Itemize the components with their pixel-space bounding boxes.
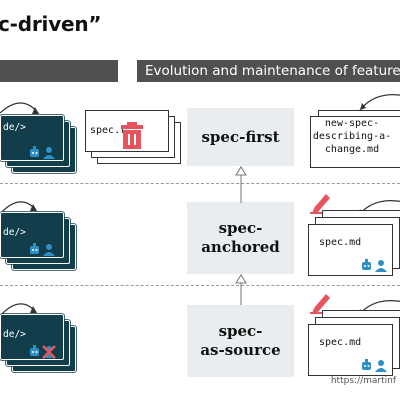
code-stack-row2: de/> bbox=[0, 188, 90, 280]
up-arrow-anchored-to-first bbox=[235, 166, 247, 203]
source-url: https://martinf bbox=[330, 376, 396, 386]
spec-as-source-label: spec- as-source bbox=[200, 322, 281, 359]
code-card-front: de/> bbox=[0, 314, 64, 360]
curved-arrow bbox=[0, 102, 39, 114]
ai-and-human-icon bbox=[30, 243, 55, 256]
spec-doc-stack-anchored: spec.md bbox=[308, 188, 400, 278]
doc-page-front: spec.md bbox=[308, 324, 393, 376]
spec-first-box: spec-first bbox=[187, 108, 294, 166]
spec-anchored-box: spec- anchored bbox=[187, 202, 294, 274]
pencil-icon bbox=[310, 194, 332, 214]
ai-and-no-human-icon bbox=[30, 345, 56, 359]
code-stack-row3: de/> bbox=[0, 290, 90, 382]
ai-and-human-icon bbox=[362, 259, 387, 272]
ai-and-human-icon bbox=[30, 146, 55, 159]
code-stack-row1: de/> bbox=[0, 85, 90, 175]
doc-label: spec.r bbox=[90, 125, 127, 136]
up-arrow-source-to-anchored bbox=[235, 274, 247, 305]
new-spec-doc-stack: new-spec- describing-a- change.md bbox=[310, 88, 400, 168]
spec-as-source-box: spec- as-source bbox=[187, 305, 294, 377]
diagram-title: c-driven” bbox=[0, 12, 102, 36]
trash-icon bbox=[121, 122, 143, 149]
code-card-front: de/> bbox=[0, 115, 64, 161]
doc-label: spec.md bbox=[319, 237, 362, 248]
doc-page-front: spec.md bbox=[308, 224, 393, 276]
doc-label: spec.md bbox=[319, 337, 362, 348]
curved-arrow bbox=[359, 94, 400, 111]
spec-anchored-label: spec- anchored bbox=[201, 219, 280, 256]
spec-doc-stack-source: spec.md bbox=[308, 288, 400, 378]
curved-arrow bbox=[0, 303, 37, 317]
code-label: de/> bbox=[3, 329, 26, 340]
code-label: de/> bbox=[3, 227, 26, 238]
ai-and-human-icon bbox=[362, 359, 387, 372]
new-spec-label: new-spec- describing-a- change.md bbox=[312, 118, 392, 155]
curved-arrow bbox=[0, 201, 37, 215]
spec-doc-stack-deleted: spec.r bbox=[85, 110, 185, 170]
spec-first-label: spec-first bbox=[201, 127, 280, 146]
pencil-icon bbox=[310, 294, 332, 314]
code-label: de/> bbox=[3, 122, 26, 133]
column-header-evolution: Evolution and maintenance of feature bbox=[137, 60, 400, 82]
row-separator-1 bbox=[0, 183, 400, 184]
code-card-front: de/> bbox=[0, 212, 64, 258]
doc-page-front: new-spec- describing-a- change.md bbox=[310, 116, 400, 168]
column-header-left bbox=[0, 60, 118, 82]
row-separator-2 bbox=[0, 285, 400, 286]
